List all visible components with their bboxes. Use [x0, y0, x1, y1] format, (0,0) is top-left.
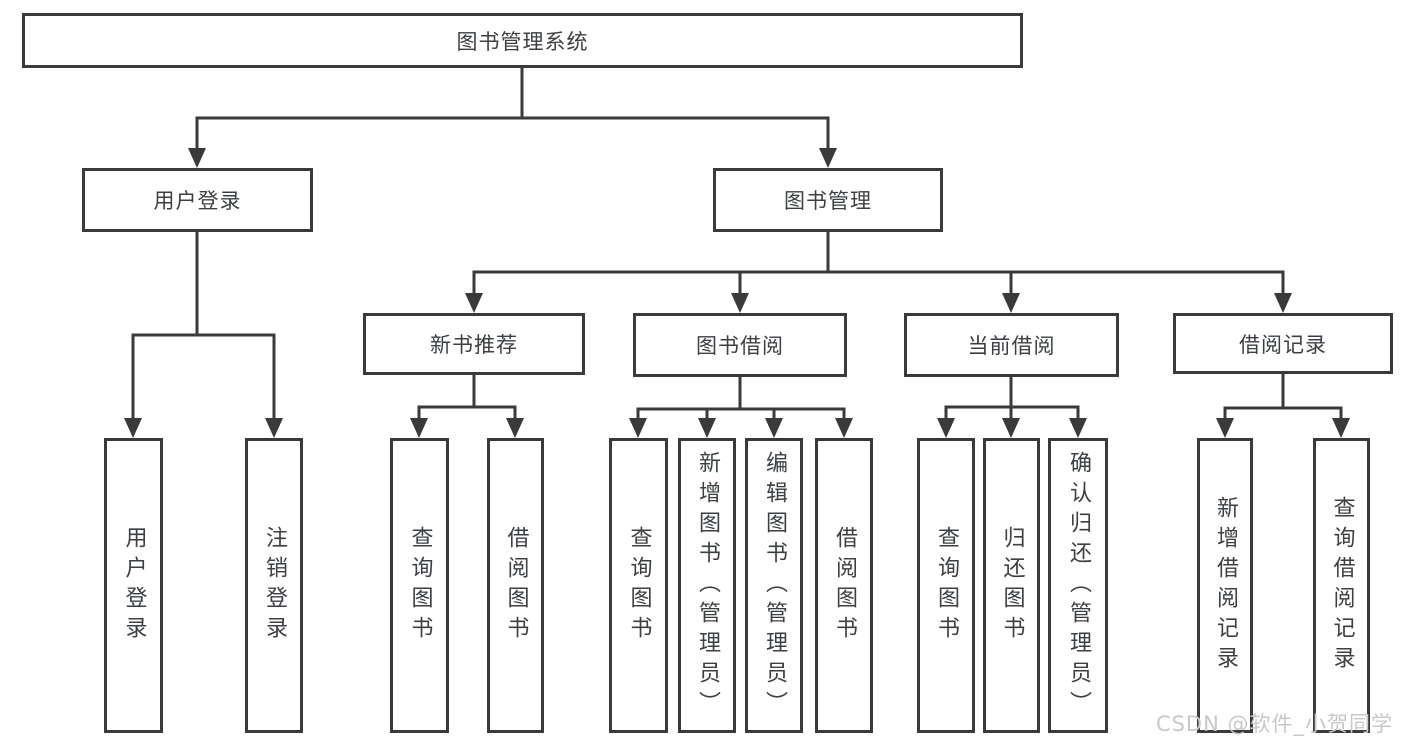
arrow-to-leaf-rec-query [1332, 418, 1350, 438]
csdn-watermark: CSDN @软件_小贺同学 [1155, 712, 1393, 736]
leaf-rec-query-record: 查询借阅记录 [1313, 438, 1370, 733]
edge-root-to-level1 [195, 68, 830, 150]
arrow-to-leaf-cb-confirm [1069, 418, 1087, 438]
node-book-management: 图书管理 [713, 168, 943, 232]
arrow-to-leaf-bb-borrow [835, 418, 853, 438]
arrow-to-leaf-bb-query [629, 418, 647, 438]
edge-login-to-leaves [131, 232, 276, 420]
edge-mgmt-to-level2 [472, 232, 1285, 295]
leaf-rec-add-record: 新增借阅记录 [1197, 438, 1253, 733]
leaf-logout: 注销登录 [245, 438, 303, 733]
node-borrow-records: 借阅记录 [1173, 313, 1393, 374]
node-library-management-system: 图书管理系统 [22, 13, 1023, 68]
leaf-bb-query-books: 查询图书 [609, 438, 668, 733]
node-new-book-recommend: 新书推荐 [363, 313, 585, 375]
arrow-to-bborrow [731, 293, 749, 313]
arrow-to-leaf-nbr-query [410, 418, 428, 438]
arrow-to-mgmt [819, 148, 837, 168]
leaf-newrec-query-books: 查询图书 [390, 438, 449, 733]
leaf-bb-edit-books-admin: 编辑图书（管理员） [745, 438, 803, 733]
leaf-cb-confirm-return: 确认归还（管理员） [1048, 438, 1108, 733]
arrow-to-leaf-bb-add [698, 418, 716, 438]
leaf-bb-add-books-admin: 新增图书（管理员） [678, 438, 736, 733]
leaf-bb-borrow-books: 借阅图书 [815, 438, 873, 733]
node-book-borrowing: 图书借阅 [633, 313, 847, 377]
arrow-to-leaf-logout [265, 418, 283, 438]
arrow-to-leaf-nbr-borrow [506, 418, 524, 438]
arrow-to-leaf-rec-add [1216, 418, 1234, 438]
arrow-to-newrec [465, 293, 483, 313]
arrow-to-recs [1274, 293, 1292, 313]
edge-newrec-to-leaves [417, 375, 517, 420]
node-current-borrowing: 当前借阅 [904, 313, 1119, 377]
arrow-to-leaf-cb-query [937, 418, 955, 438]
arrow-to-leaf-user-login [124, 418, 142, 438]
arrow-to-leaf-cb-return [1002, 418, 1020, 438]
leaf-cb-query-books: 查询图书 [917, 438, 975, 733]
leaf-newrec-borrow-books: 借阅图书 [487, 438, 544, 733]
leaf-cb-return-books: 归还图书 [983, 438, 1040, 733]
arrow-to-login [188, 148, 206, 168]
edge-recs-to-leaves [1223, 374, 1343, 420]
edge-bborrow-to-leaves [636, 377, 846, 420]
node-user-login: 用户登录 [82, 168, 313, 232]
arrow-to-curb [1002, 293, 1020, 313]
edge-curb-to-leaves [944, 377, 1080, 420]
arrow-to-leaf-bb-edit [765, 418, 783, 438]
leaf-user-login: 用户登录 [104, 438, 163, 733]
